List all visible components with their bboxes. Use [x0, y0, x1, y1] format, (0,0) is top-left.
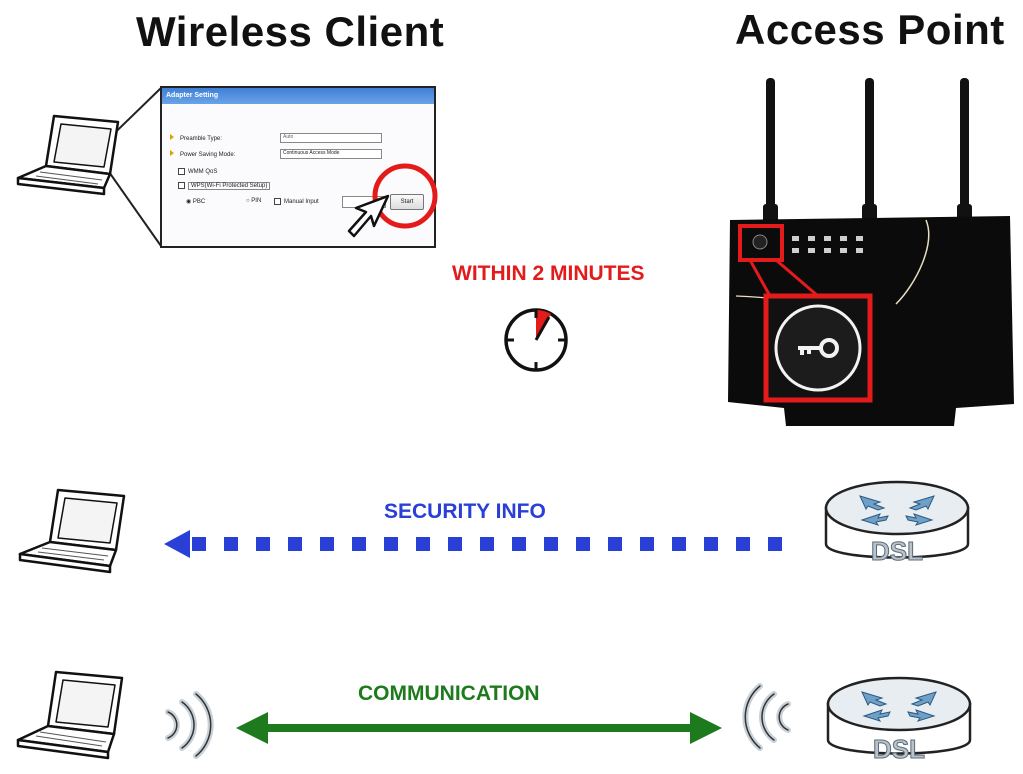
preamble-select[interactable]: Auto	[280, 133, 382, 143]
start-highlight-circle	[372, 163, 438, 229]
dsl-badge: DSL	[873, 734, 925, 764]
wmm-checkbox[interactable]	[178, 168, 185, 175]
bullet-icon	[170, 134, 174, 140]
laptop-icon	[16, 670, 124, 760]
power-label: Power Saving Mode:	[180, 152, 236, 158]
wmm-label: WMM QoS	[188, 169, 218, 176]
communication-label: COMMUNICATION	[358, 682, 540, 705]
access-point-device	[728, 78, 1014, 426]
router-icon: DSL	[824, 480, 970, 567]
communication-arrow	[236, 712, 722, 744]
pbc-row[interactable]: ◉ PBC	[186, 198, 205, 205]
bullet-icon	[170, 150, 174, 156]
pin-label: PIN	[251, 198, 262, 204]
power-select[interactable]: Continuous Access Mode	[280, 149, 382, 159]
laptop-icon	[18, 488, 126, 574]
pin-radio[interactable]: ○	[246, 198, 252, 204]
manual-checkbox[interactable]	[274, 198, 281, 205]
adapter-setting-title: Adapter Setting	[162, 88, 434, 104]
pbc-label: PBC	[192, 199, 206, 205]
preamble-row: Preamble Type:	[170, 134, 222, 142]
laptop-icon	[16, 114, 120, 196]
pin-row[interactable]: ○ PIN	[246, 198, 261, 204]
wireless-client-title: Wireless Client	[136, 8, 445, 55]
key-icon	[798, 338, 839, 358]
manual-label: Manual Input	[284, 199, 319, 206]
start-button[interactable]: Start	[390, 194, 424, 210]
wps-row: WPS(Wi-Fi Protected Setup)	[178, 182, 271, 191]
dsl-badge: DSL	[871, 536, 923, 566]
pbc-radio[interactable]: ◉	[186, 199, 193, 205]
mouse-pointer-icon	[347, 194, 390, 238]
wps-checkbox[interactable]	[178, 182, 185, 189]
manual-row: Manual Input	[274, 198, 319, 205]
within-2-minutes-label: WITHIN 2 MINUTES	[452, 262, 645, 285]
wireless-signal-icon	[742, 683, 791, 751]
wps-label: WPS(Wi-Fi Protected Setup)	[188, 182, 271, 191]
security-info-arrow	[164, 530, 782, 558]
router-icon: DSL	[826, 676, 972, 765]
wireless-signal-icon	[165, 691, 214, 759]
power-row: Power Saving Mode:	[170, 150, 235, 158]
access-point-title: Access Point	[735, 6, 1005, 53]
wmm-row: WMM QoS	[178, 168, 217, 175]
stopwatch-icon	[504, 308, 568, 372]
security-info-label: SECURITY INFO	[384, 500, 546, 523]
preamble-label: Preamble Type:	[180, 136, 222, 142]
